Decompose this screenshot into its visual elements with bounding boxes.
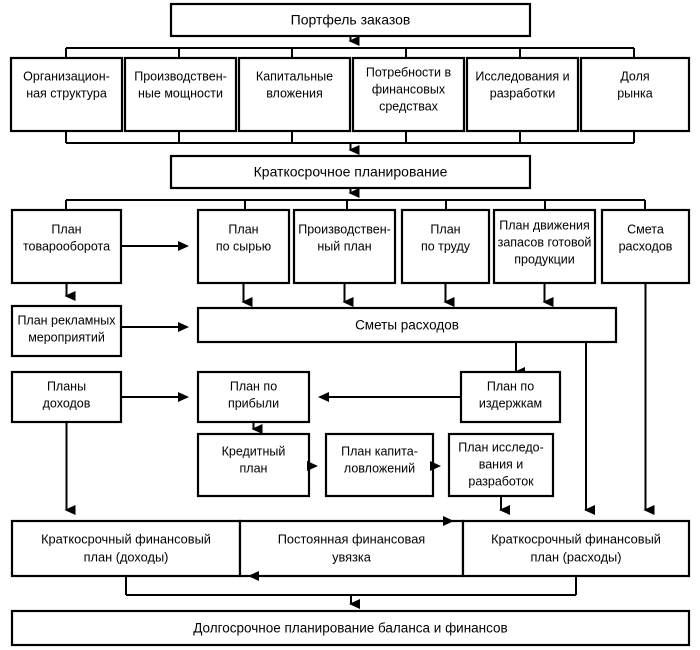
node-turnover-plan-line-1: План <box>51 222 81 236</box>
node-credit-plan-line-1: Кредитный <box>222 444 286 458</box>
node-capital-investment[interactable]: Капитальные вложения <box>237 56 352 133</box>
node-inventory-movement-plan-line-2: запасов готовой <box>498 235 592 249</box>
node-cost-estimates-wide[interactable]: Сметы расходов <box>196 306 618 344</box>
node-financial-plan-income-line-2: план (доходы) <box>84 549 169 564</box>
node-long-term-planning[interactable]: Долгосрочное планирование баланса и фина… <box>10 609 691 647</box>
node-inventory-movement-plan-line-1: План движения <box>499 218 590 232</box>
node-expense-plan[interactable]: План по издержкам <box>459 370 562 424</box>
node-cost-estimate-line-1: Смета <box>627 222 664 236</box>
node-profit-plan-line-2: прибыли <box>228 396 279 410</box>
node-capital-investment-plan-line-2: ловложений <box>344 461 415 475</box>
node-rd-plan[interactable]: План исследо- вания и разработок <box>447 432 555 498</box>
node-production-plan-line-1: Производствен- <box>298 222 391 236</box>
node-rd-plan-line-3: разработок <box>468 474 534 488</box>
node-financial-needs-line-1: Потребности в <box>366 65 452 79</box>
node-short-term-planning[interactable]: Краткосрочное планирование <box>169 154 532 190</box>
node-org-structure-line-1: Организацион- <box>23 69 110 83</box>
node-credit-plan[interactable]: Кредитный план <box>196 432 311 498</box>
node-org-structure-line-2: ная структура <box>26 86 107 100</box>
node-turnover-plan-line-2: товарооборота <box>23 239 110 253</box>
node-raw-materials-plan-line-1: План <box>228 222 258 236</box>
bus-factors <box>65 47 635 58</box>
node-research-development-line-2: разработки <box>490 86 555 100</box>
node-cost-estimate-line-2: расходов <box>619 239 673 253</box>
node-short-term-planning-label: Краткосрочное планирование <box>254 164 448 180</box>
node-financial-plan-income[interactable]: Краткосрочный финансовый план (доходы) <box>10 519 242 578</box>
node-production-capacity[interactable]: Производствен- ные мощности <box>123 56 238 133</box>
node-portfolio[interactable]: Портфель заказов <box>169 2 532 38</box>
node-financial-plan-income-line-1: Краткосрочный финансовый <box>41 531 211 546</box>
node-credit-plan-line-2: план <box>240 461 268 475</box>
node-research-development[interactable]: Исследования и разработки <box>465 56 580 133</box>
node-cost-estimate[interactable]: Смета расходов <box>600 208 691 285</box>
bus-financial-to-longterm <box>125 576 577 609</box>
node-inventory-movement-plan[interactable]: План движения запасов готовой продукции <box>492 208 597 285</box>
node-research-development-line-1: Исследования и <box>475 69 569 83</box>
node-capital-investment-plan[interactable]: План капита- ловложений <box>324 432 435 498</box>
node-financial-needs[interactable]: Потребности в финансовых средствах <box>351 56 466 133</box>
node-labour-plan[interactable]: План по труду <box>400 208 491 285</box>
node-financial-plan-expense[interactable]: Краткосрочный финансовый план (расходы) <box>461 519 691 578</box>
node-long-term-planning-label: Долгосрочное планирование баланса и фина… <box>193 621 507 636</box>
node-advertising-plan-line-2: мероприятий <box>28 330 105 344</box>
node-capital-investment-plan-line-1: План капита- <box>341 444 418 458</box>
node-profit-plan-line-1: План по <box>230 379 277 393</box>
node-labour-plan-line-1: План <box>430 222 460 236</box>
node-production-plan[interactable]: Производствен- ный план <box>292 208 397 285</box>
node-financial-needs-line-2: финансовых <box>372 82 446 96</box>
node-income-plans-line-1: Планы <box>47 379 86 393</box>
node-raw-materials-plan-line-2: по сырью <box>216 239 271 253</box>
node-org-structure[interactable]: Организацион- ная структура <box>9 56 124 133</box>
connectors-plans-down <box>64 283 554 307</box>
node-turnover-plan[interactable]: План товарооборота <box>10 208 123 285</box>
node-financial-plan-expense-line-2: план (расходы) <box>530 549 621 564</box>
node-advertising-plan-line-1: План рекламных <box>17 313 116 327</box>
node-rd-plan-line-2: вания и <box>479 457 524 471</box>
node-profit-plan[interactable]: План по прибыли <box>196 370 311 424</box>
node-production-capacity-line-1: Производствен- <box>134 69 227 83</box>
node-market-share-line-1: Доля <box>620 69 649 83</box>
node-income-plans-line-2: доходов <box>43 396 91 410</box>
node-labour-plan-line-2: по труду <box>421 239 471 253</box>
node-financial-plan-expense-line-1: Краткосрочный финансовый <box>491 531 661 546</box>
node-capital-investment-line-1: Капитальные <box>256 69 333 83</box>
node-production-capacity-line-2: ные мощности <box>138 86 223 100</box>
node-expense-plan-line-2: издержкам <box>479 396 542 410</box>
node-financial-linkage[interactable]: Постоянная финансовая увязка <box>238 519 465 578</box>
node-raw-materials-plan[interactable]: План по сырью <box>196 208 291 285</box>
bus-plans <box>65 199 646 210</box>
node-advertising-plan[interactable]: План рекламных мероприятий <box>10 304 123 358</box>
node-cost-estimates-wide-label: Сметы расходов <box>355 318 459 333</box>
node-capital-investment-line-2: вложения <box>266 86 323 100</box>
bus-factors-collect <box>65 131 635 155</box>
node-market-share-line-2: рынка <box>617 86 653 100</box>
node-production-plan-line-2: ный план <box>317 239 371 253</box>
node-financial-linkage-line-1: Постоянная финансовая <box>278 531 426 546</box>
node-inventory-movement-plan-line-3: продукции <box>514 252 575 266</box>
node-income-plans[interactable]: Планы доходов <box>10 370 123 424</box>
node-financial-linkage-line-2: увязка <box>332 549 372 564</box>
node-rd-plan-line-1: План исследо- <box>458 440 543 454</box>
node-market-share[interactable]: Доля рынка <box>579 56 691 133</box>
node-financial-needs-line-3: средствах <box>379 99 439 113</box>
node-portfolio-label: Портфель заказов <box>291 12 411 28</box>
node-expense-plan-line-1: План по <box>487 379 534 393</box>
